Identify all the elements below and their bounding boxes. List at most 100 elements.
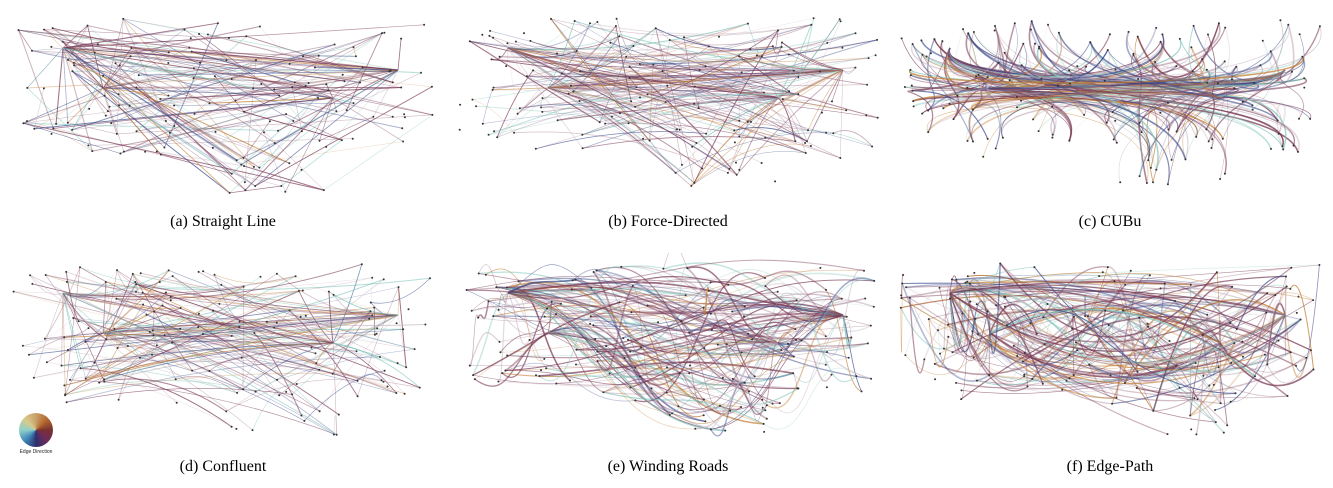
node (289, 310, 291, 312)
node (1211, 147, 1213, 149)
node (1113, 139, 1115, 141)
node (381, 379, 383, 381)
node (370, 310, 372, 312)
node (1066, 380, 1068, 382)
node (31, 283, 33, 285)
node (72, 317, 74, 319)
node (1224, 173, 1226, 175)
node (1160, 287, 1162, 289)
node (333, 434, 335, 436)
node (772, 403, 774, 405)
node (831, 100, 833, 102)
node (130, 47, 132, 49)
node (319, 410, 321, 412)
node (568, 93, 570, 95)
node (1075, 341, 1077, 343)
node (1051, 106, 1053, 108)
node (1032, 118, 1034, 120)
node (982, 156, 984, 158)
node (977, 333, 979, 335)
node (67, 122, 69, 124)
node (703, 347, 705, 349)
node (867, 342, 869, 344)
node (501, 372, 503, 374)
node (1038, 130, 1040, 132)
node (135, 291, 137, 293)
node (423, 24, 425, 26)
node (1226, 424, 1228, 426)
node (1167, 183, 1169, 185)
node (1024, 352, 1026, 354)
node (1259, 64, 1261, 66)
node (499, 351, 501, 353)
node (1211, 138, 1213, 140)
node (1068, 69, 1070, 71)
node (805, 152, 807, 154)
node (212, 310, 214, 312)
edge (333, 98, 403, 142)
node (797, 76, 799, 78)
node (995, 304, 997, 306)
node (1252, 109, 1254, 111)
node (801, 340, 803, 342)
node (52, 127, 54, 129)
node (625, 56, 627, 58)
node (1020, 100, 1022, 102)
node (94, 52, 96, 54)
node (570, 85, 572, 87)
node (1242, 356, 1244, 358)
node (825, 364, 827, 366)
node (793, 70, 795, 72)
node (231, 173, 233, 175)
node (1303, 77, 1305, 79)
node (64, 393, 66, 395)
node (477, 317, 479, 319)
node (469, 40, 471, 42)
node (761, 162, 763, 164)
node (876, 39, 878, 41)
node (492, 89, 494, 91)
node (575, 279, 577, 281)
node (383, 32, 385, 34)
node (315, 362, 317, 364)
node (103, 378, 105, 380)
node (207, 34, 209, 36)
node (198, 33, 200, 35)
node (795, 339, 797, 341)
node (1042, 383, 1044, 385)
node (741, 351, 743, 353)
node (826, 386, 828, 388)
node (387, 386, 389, 388)
node (535, 148, 537, 150)
node (1114, 120, 1116, 122)
node (498, 309, 500, 311)
node (657, 321, 659, 323)
node (274, 142, 276, 144)
node (763, 92, 765, 94)
node (825, 289, 827, 291)
node (1159, 112, 1161, 114)
node (1175, 365, 1177, 367)
edge (23, 96, 104, 124)
node (132, 273, 134, 275)
node (1016, 106, 1018, 108)
node (542, 97, 544, 99)
node (639, 63, 641, 65)
graph-force-directed (448, 8, 888, 208)
node (1022, 361, 1024, 363)
node (624, 357, 626, 359)
node (821, 112, 823, 114)
node (1171, 159, 1173, 161)
node (705, 65, 707, 67)
node (1189, 415, 1191, 417)
node (597, 360, 599, 362)
node (1193, 397, 1195, 399)
node (295, 275, 297, 277)
node (1104, 310, 1106, 312)
node (33, 377, 35, 379)
node (973, 356, 975, 358)
node (1285, 276, 1287, 278)
node (302, 55, 304, 57)
node (252, 429, 254, 431)
panel-winding-roads: (e) Winding Roads (448, 253, 888, 488)
